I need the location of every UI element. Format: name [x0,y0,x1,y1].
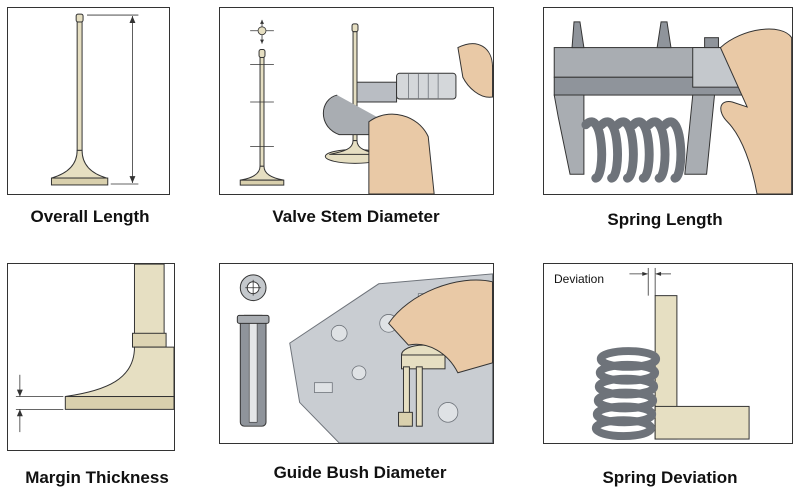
valve-stem-diameter-caption: Valve Stem Diameter [272,207,440,226]
guide-bush-diameter-caption: Guide Bush Diameter [273,463,447,482]
spring-length-caption: Spring Length [607,210,723,229]
spring-length-panel [543,7,793,195]
valve-stem-diameter-illustration [239,19,493,194]
guide-bush-diameter-illustration [236,273,493,443]
overall-length-illustration [50,13,139,186]
guide-bush-diameter-panel [219,263,494,444]
spring-length-illustration [553,21,792,194]
deviation-label: Deviation [554,272,605,286]
overall-length-caption: Overall Length [30,207,150,226]
margin-thickness-panel [7,263,175,451]
valve-stem-diameter-panel [219,7,494,195]
overall-length-panel [7,7,170,195]
spring-deviation-caption: Spring Deviation [602,468,738,487]
margin-thickness-caption: Margin Thickness [25,468,169,487]
spring-deviation-panel: Deviation [543,263,793,444]
spring-deviation-illustration [591,267,750,441]
margin-thickness-illustration [15,264,174,433]
